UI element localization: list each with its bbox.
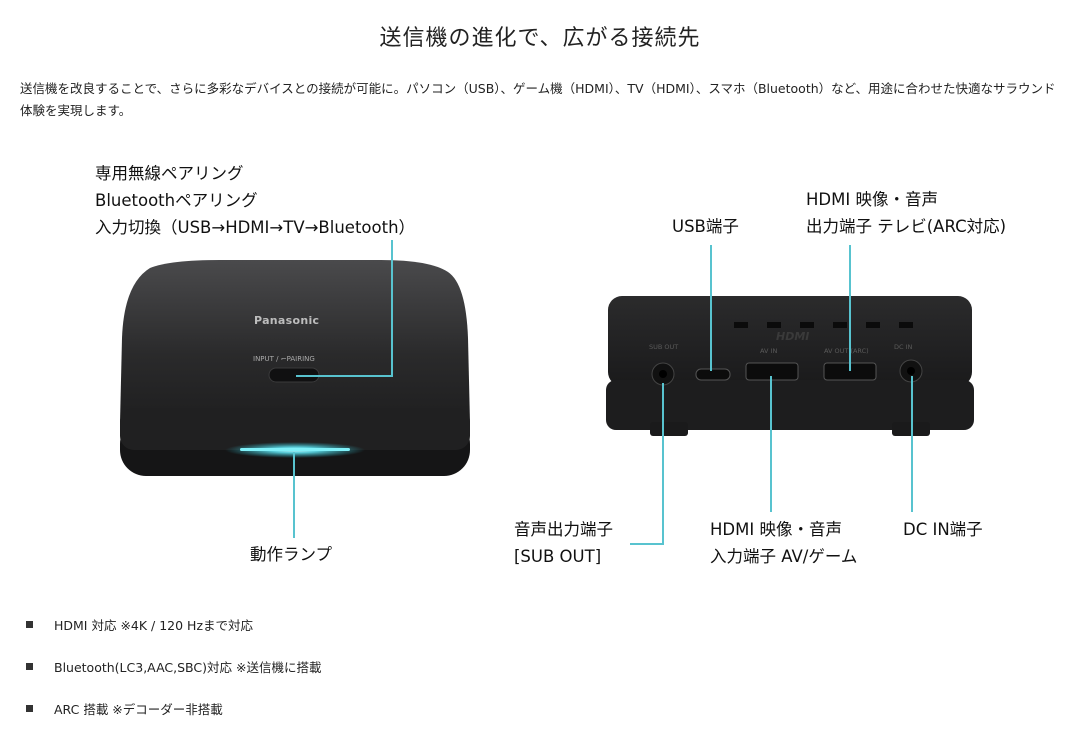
feature-item: Bluetooth(LC3,AAC,SBC)対応 ※送信機に搭載	[26, 657, 321, 676]
feature-text: HDMI 対応 ※4K / 120 Hzまで対応	[54, 618, 254, 633]
bullet-square-icon	[26, 705, 33, 712]
intro-text: 送信機を改良することで、さらに多彩なデバイスとの接続が可能に。パソコン（USB）…	[20, 81, 1056, 118]
bullet-square-icon	[26, 663, 33, 670]
callout-sub-out-line-1: 音声出力端子	[514, 520, 613, 539]
page-title: 送信機の進化で、広がる接続先	[379, 26, 701, 51]
feature-text: Bluetooth(LC3,AAC,SBC)対応 ※送信機に搭載	[54, 660, 322, 675]
port-caption-av-out: AV OUT (ARC)	[824, 347, 869, 355]
leader-button-vertical	[391, 240, 393, 376]
callout-sub-out-line-2: [SUB OUT]	[514, 547, 602, 566]
port-caption-sub-out: SUB OUT	[649, 343, 679, 351]
transmitter-top-image	[120, 260, 470, 476]
feature-text: ARC 搭載 ※デコーダー非搭載	[54, 702, 223, 717]
callout-hdmi-in: HDMI 映像・音声 入力端子 AV/ゲーム	[710, 516, 857, 570]
port-caption-av-in: AV IN	[760, 347, 778, 355]
bullet-square-icon	[26, 621, 33, 628]
callout-hdmi-out-line-2: 出力端子 テレビ(ARC対応)	[806, 217, 1007, 236]
leader-sub-out-vertical	[662, 383, 664, 545]
feature-item: ARC 搭載 ※デコーダー非搭載	[26, 699, 223, 718]
callout-usb: USB端子	[672, 217, 739, 236]
callout-button-line-1: 専用無線ペアリング	[95, 164, 244, 183]
leader-lamp	[293, 452, 295, 538]
port-caption-dc-in: DC IN	[894, 343, 913, 351]
callout-dc-in: DC IN端子	[903, 520, 983, 539]
callout-sub-out: 音声出力端子 [SUB OUT]	[514, 516, 613, 570]
callout-button-line-2: Bluetoothペアリング	[95, 191, 258, 210]
callout-hdmi-out: HDMI 映像・音声 出力端子 テレビ(ARC対応)	[806, 186, 1006, 240]
transmitter-back-image	[606, 296, 974, 436]
callout-hdmi-out-line-1: HDMI 映像・音声	[806, 190, 938, 209]
callout-button-line-3: 入力切換（USB→HDMI→TV→Bluetooth）	[95, 218, 416, 237]
leader-hdmi-in	[770, 376, 772, 512]
callout-hdmi-in-line-2: 入力端子 AV/ゲーム	[710, 547, 858, 566]
leader-sub-out-horizontal	[630, 543, 664, 545]
feature-item: HDMI 対応 ※4K / 120 Hzまで対応	[26, 615, 253, 634]
leader-hdmi-out	[849, 245, 851, 371]
hdmi-logo: HDMI	[776, 330, 810, 343]
leader-button-horizontal	[296, 375, 393, 377]
callout-hdmi-in-line-1: HDMI 映像・音声	[710, 520, 842, 539]
button-caption: INPUT / ⌐PAIRING	[253, 355, 315, 363]
leader-dc-in	[911, 376, 913, 512]
callout-button-functions: 専用無線ペアリング Bluetoothペアリング 入力切換（USB→HDMI→T…	[95, 160, 415, 241]
leader-usb	[710, 245, 712, 371]
brand-logo: Panasonic	[254, 314, 320, 327]
callout-lamp: 動作ランプ	[250, 545, 333, 564]
